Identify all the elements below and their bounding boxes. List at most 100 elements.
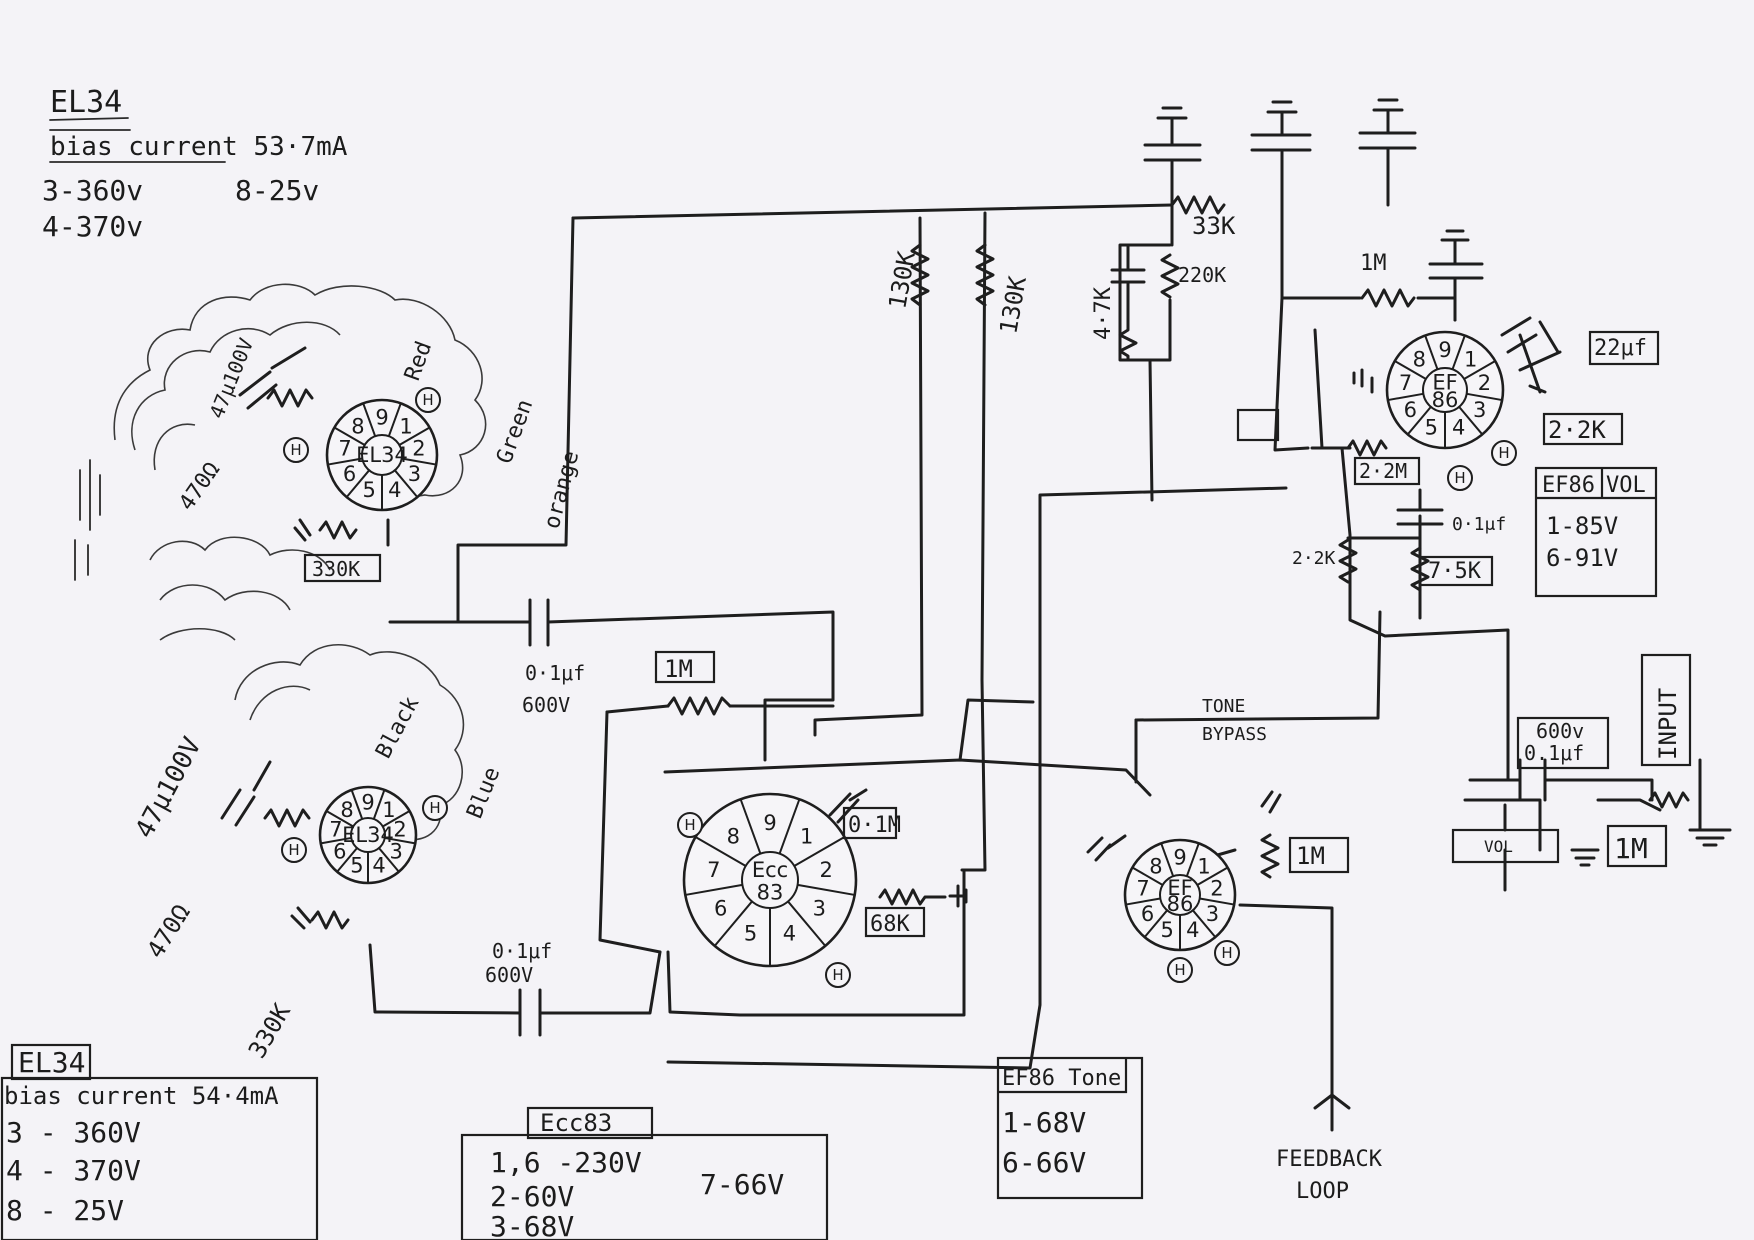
label-130k-b: 130K — [994, 274, 1032, 336]
resistor-330k-a — [318, 520, 358, 540]
svg-text:H: H — [832, 966, 843, 984]
svg-text:H: H — [1454, 469, 1465, 487]
note-el34-bottom-v3: 8 - 25V — [6, 1194, 124, 1227]
pin-label: 5 — [350, 854, 363, 878]
coupling-cap-mid — [528, 598, 550, 647]
heater-marker: H — [1447, 465, 1473, 491]
pin-label: 7 — [338, 436, 351, 460]
pin-label: 7 — [329, 817, 342, 841]
label-330k-b: 330K — [243, 998, 296, 1063]
resistor-1m-ecc — [666, 696, 732, 716]
transformer-wire-clouds — [74, 283, 487, 841]
label-coupling-mid-voltage: 600V — [522, 693, 570, 717]
note-el34-bottom-v2: 4 - 370V — [6, 1154, 141, 1187]
pin-label: 2 — [1210, 876, 1223, 900]
label-feedback: FEEDBACK — [1276, 1147, 1383, 1172]
pin-label: 3 — [813, 897, 826, 921]
note-el34-bottom-v1: 3 - 360V — [6, 1116, 141, 1149]
label-bypass: BYPASS — [1202, 724, 1267, 745]
pin-label: 2 — [412, 436, 425, 460]
pin-label: 6 — [343, 462, 356, 486]
note-el34-top-title: EL34 — [50, 85, 122, 120]
resistor-el34a-cathode — [266, 388, 314, 408]
label-wire-red: Red — [400, 338, 437, 384]
pin-label: 6 — [333, 839, 346, 863]
resistor-130k-b — [975, 243, 995, 307]
pin-label: 7 — [707, 858, 720, 882]
resistor-1m-top — [1360, 288, 1416, 308]
pin-label: 6 — [1141, 902, 1154, 926]
pin-label: 3 — [408, 462, 421, 486]
annotations: EL34 bias current 53·7mA 3-360v 8-25v 4-… — [4, 85, 1682, 1240]
pin-label: 6 — [714, 897, 727, 921]
resistor-7k5 — [1410, 546, 1430, 592]
label-4k7: 4·7K — [1091, 286, 1116, 340]
svg-text:H: H — [290, 441, 301, 459]
heater-marker: H — [677, 812, 703, 838]
pin-label: 8 — [351, 414, 364, 438]
resistor-el34b-cathode — [263, 808, 311, 828]
label-coupling-mid-value: 0·1μf — [525, 661, 585, 685]
note-ecc83-v1: 1,6 -230V — [490, 1146, 642, 1179]
heater-marker: H — [422, 795, 448, 821]
label-input-cap-value: 0.1μf — [1524, 741, 1584, 765]
filter-cap-2 — [1250, 100, 1312, 207]
label-330k-a: 330K — [312, 557, 360, 581]
capacitors — [220, 98, 1732, 1037]
note-ef86-tone-v2: 6-66V — [1002, 1146, 1086, 1179]
heater-marker: H — [825, 962, 851, 988]
label-tone: TONE — [1202, 696, 1245, 717]
pin-label: 1 — [1197, 854, 1210, 878]
pin-label: 1 — [382, 798, 395, 822]
pin-label: 4 — [1186, 918, 1199, 942]
note-el34-bottom-title: EL34 — [18, 1046, 85, 1079]
pin-label: 9 — [361, 791, 374, 815]
coupling-cap-input — [1518, 758, 1547, 802]
label-wire-green: Green — [492, 396, 538, 467]
heater-marker: H — [1167, 957, 1193, 983]
pin-label: 1 — [399, 414, 412, 438]
ecc83-box — [460, 1133, 829, 1240]
label-2k2-mid: 2·2K — [1292, 548, 1336, 569]
coupling-cap-ef86 — [1396, 488, 1444, 526]
tube-name: Ecc — [752, 858, 788, 882]
pin-label: 2 — [1478, 371, 1491, 395]
tube-name: 83 — [757, 881, 784, 905]
pin-label: 9 — [763, 811, 776, 835]
note-ef86-tone-title: EF86 Tone — [1002, 1066, 1121, 1091]
resistor-130k-a — [910, 243, 930, 307]
pin-label: 2 — [819, 858, 832, 882]
label-1m-ecc: 1M — [664, 655, 693, 683]
pin-label: 4 — [1452, 416, 1465, 440]
svg-text:H: H — [684, 816, 695, 834]
label-coupling-low-voltage: 600V — [485, 963, 533, 987]
pin-label: 2 — [393, 817, 406, 841]
note-ecc83-title: Ecc83 — [540, 1109, 612, 1137]
label-loop: LOOP — [1296, 1179, 1349, 1204]
note-el34-top-v1: 3-360v — [42, 174, 143, 207]
pin-label: 8 — [1413, 347, 1426, 371]
label-coupling-low-value: 0·1μf — [492, 939, 552, 963]
pin-label: 8 — [727, 824, 740, 848]
coupling-cap-low — [518, 988, 542, 1037]
pin-label: 3 — [1206, 902, 1219, 926]
resistor-1m-ef86b — [1260, 833, 1280, 879]
resistor-330k-b — [310, 910, 350, 930]
resistors — [263, 195, 1690, 930]
label-01uf-ef86: 0·1μf — [1452, 514, 1506, 535]
pin-label: 7 — [1399, 371, 1412, 395]
note-ef86-vol-v1: 1-85V — [1546, 512, 1618, 540]
resistor-1m-input — [1648, 791, 1690, 809]
el34-bottom-box — [0, 1076, 319, 1240]
heater-marker: H — [415, 387, 441, 413]
pin-label: 5 — [1425, 416, 1438, 440]
pin-label: 5 — [1160, 918, 1173, 942]
pin-label: 3 — [389, 839, 402, 863]
note-el34-top-v3: 4-370v — [42, 210, 143, 243]
label-input-cap-voltage: 600v — [1536, 719, 1584, 743]
